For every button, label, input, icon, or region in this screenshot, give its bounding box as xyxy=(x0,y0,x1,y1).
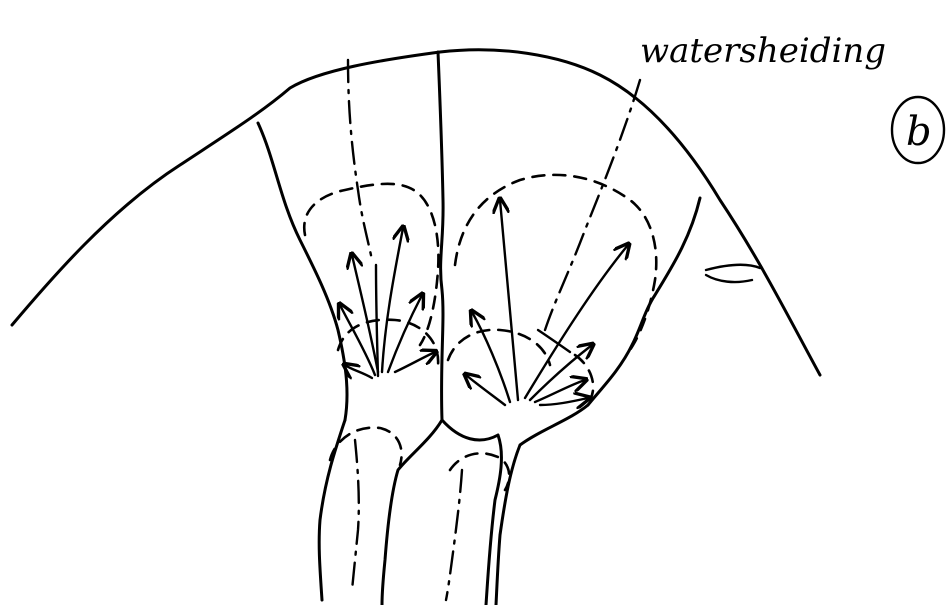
flow-arrow xyxy=(535,380,585,402)
right-lower-rim xyxy=(575,355,593,400)
right-basin-rim xyxy=(455,175,656,350)
right-catchment-boundary xyxy=(588,198,700,405)
right-valley-outlet-west xyxy=(442,420,501,605)
left-valley-outlet-east xyxy=(382,420,442,605)
right-thalweg-axis xyxy=(446,470,462,600)
flow-arrow xyxy=(466,375,505,405)
flow-arrow xyxy=(500,200,518,400)
right-inner-rim xyxy=(448,330,550,365)
left-valley-outlet-west xyxy=(319,420,345,600)
left-thalweg-axis xyxy=(352,440,359,590)
panel-label: b xyxy=(906,109,932,155)
right-flow-arrows xyxy=(466,200,628,405)
flow-arrow xyxy=(382,228,403,372)
right-spur xyxy=(706,265,760,282)
left-watershed-axis xyxy=(348,60,372,260)
central-ridge-line xyxy=(438,52,443,420)
left-flow-arrows xyxy=(340,228,435,378)
flow-arrow xyxy=(472,312,510,402)
left-catchment-boundary xyxy=(258,123,347,420)
watershed-label: watersheiding xyxy=(640,31,886,71)
flow-arrow xyxy=(345,365,372,378)
flow-arrow xyxy=(395,352,435,372)
right-valley-outlet-east xyxy=(496,405,588,605)
panel-label-badge: b xyxy=(892,97,944,163)
flow-arrow xyxy=(540,398,588,405)
